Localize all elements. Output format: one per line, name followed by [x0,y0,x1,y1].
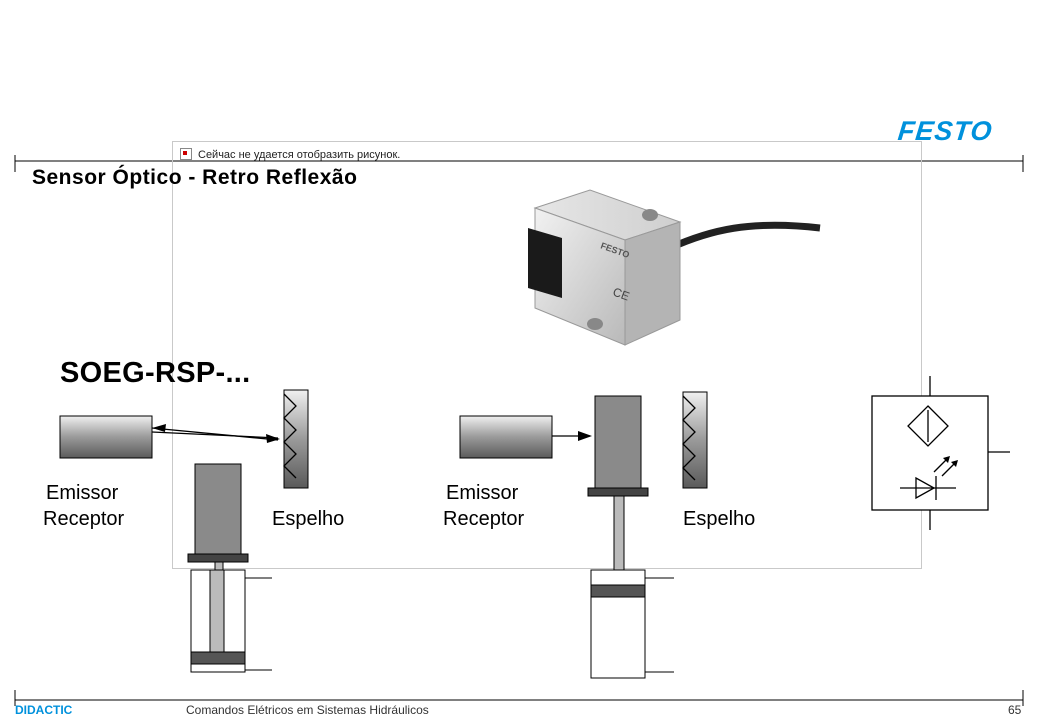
left-sensor-body [59,415,153,459]
left-cylinder-rod-block [194,463,242,555]
model-name: SOEG-RSP-... [60,357,251,389]
symbol-emit-arrowhead-1 [943,456,950,463]
left-beam-arrow-return [152,424,166,432]
left-mirror-label: Espelho [272,508,345,530]
diagram-right [459,391,708,679]
right-cylinder-rod-plate [587,487,649,497]
sensor-screw-top [642,209,658,221]
symbol-diamond [907,405,949,447]
right-sensor-label: Emissor Receptor [443,482,525,530]
right-cylinder-rod-block [594,395,642,489]
left-beam-out [151,427,279,441]
broken-image-icon [180,148,192,160]
diagram-left [59,389,309,673]
right-mirror-zigzag [682,395,696,481]
left-beam-back [151,431,279,439]
left-beam-arrow-out [266,434,280,443]
left-mirror-zigzag [283,393,297,479]
symbol-box [871,395,989,511]
right-sensor-body [459,415,553,459]
symbol-diode-triangle [915,476,936,500]
footer-didactic: DIDACTIC [15,703,73,717]
sensor-ce-mark: CE [611,285,631,304]
right-cylinder-piston [590,584,646,598]
sensor-right-face [624,221,681,346]
product-photo: FESTO CE [528,189,821,346]
sensor-lens [528,228,562,298]
sensor-cable [668,221,821,252]
slide-title: Sensor Óptico - Retro Reflexão [32,166,358,189]
left-cylinder-inner-rod [209,569,225,653]
sensor-screw-bottom [587,318,603,330]
broken-image-message: Сейчас не удается отобразить рисунок. [198,149,401,161]
right-beam-arrow [578,431,592,441]
left-cylinder-piston [190,651,246,665]
right-mirror-label: Espelho [683,508,756,530]
left-mirror [283,389,309,489]
footer-page-number: 65 [1008,703,1022,717]
footer-subject: Comandos Elétricos em Sistemas Hidráulic… [186,703,429,717]
broken-image-frame [172,141,922,569]
symbol-emit-arrowhead-2 [951,460,958,467]
left-sensor-label: Emissor Receptor [43,482,125,530]
left-cylinder-rod-plate [187,553,249,563]
sensor-symbol [871,376,1010,530]
right-cylinder-rod [613,495,625,571]
